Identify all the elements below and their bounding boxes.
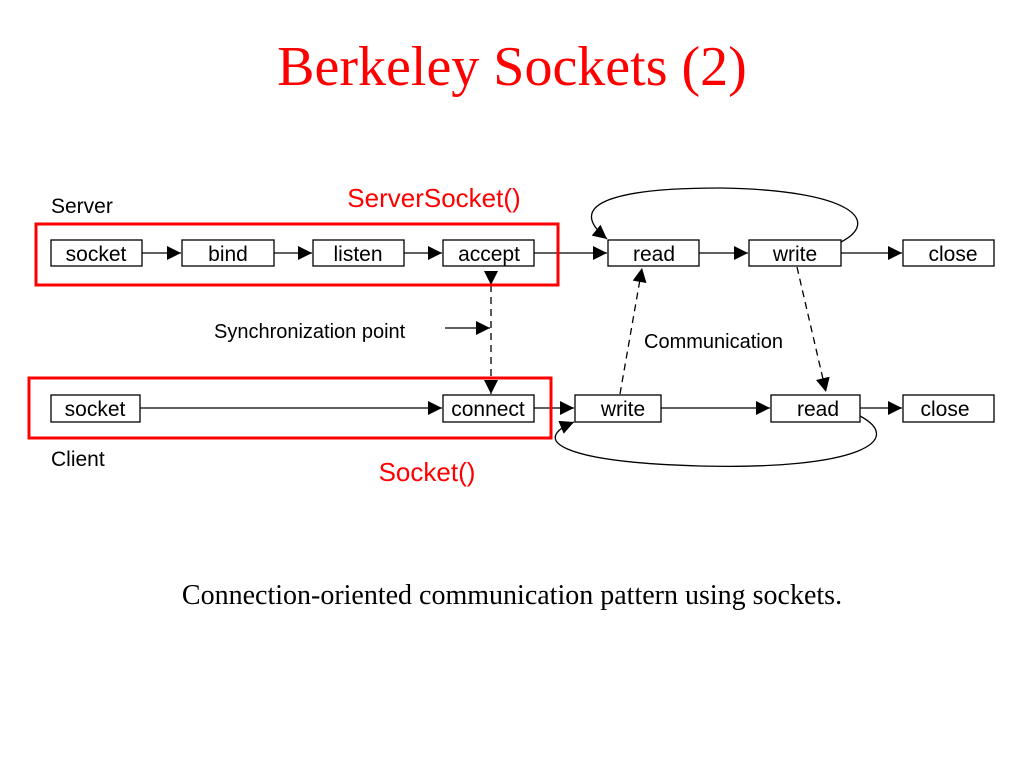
server-listen-box-label: listen bbox=[333, 243, 382, 266]
server-bind-box: bind bbox=[181, 239, 275, 267]
server-socket-box-label: socket bbox=[66, 243, 127, 266]
client-loop-arrow bbox=[554, 415, 878, 468]
server-loop-arrow bbox=[590, 187, 859, 243]
server-socket-class-label: ServerSocket() bbox=[347, 183, 520, 213]
server-write-box: write bbox=[748, 239, 842, 267]
comm-client-write-to-server-read bbox=[619, 267, 647, 395]
client-close-box: close bbox=[902, 394, 995, 423]
client-write-box-label: write bbox=[600, 398, 645, 421]
client-read-box-label: read bbox=[797, 398, 839, 421]
client-read-box: read bbox=[770, 394, 861, 423]
client-highlight-frame bbox=[27, 376, 553, 440]
server-close-box-label: close bbox=[928, 243, 977, 266]
client-socket-box: socket bbox=[50, 394, 141, 423]
client-connect-box: connect bbox=[442, 394, 535, 423]
client-close-box-label: close bbox=[920, 398, 969, 421]
server-accept-box-label: accept bbox=[458, 243, 520, 266]
server-write-box-label: write bbox=[772, 243, 817, 266]
server-bind-box-label: bind bbox=[208, 243, 248, 266]
server-label: Server bbox=[51, 195, 113, 218]
client-socket-box-label: socket bbox=[65, 398, 126, 421]
client-socket-class-label: Socket() bbox=[379, 457, 476, 487]
server-close-box: close bbox=[902, 239, 995, 267]
server-highlight-frame bbox=[34, 222, 560, 287]
server-accept-box: accept bbox=[442, 239, 535, 267]
server-socket-box: socket bbox=[50, 239, 143, 267]
slide-title: Berkeley Sockets (2) bbox=[277, 36, 747, 98]
server-listen-box: listen bbox=[312, 239, 405, 267]
comm-server-write-to-client-read bbox=[796, 266, 830, 393]
client-write-box: write bbox=[574, 394, 662, 423]
communication-label: Communication bbox=[644, 331, 783, 353]
socket-flow-diagram: Server Client socket bind listen accept … bbox=[27, 183, 995, 487]
sync-label: Synchronization point bbox=[214, 321, 406, 343]
slide-caption: Connection-oriented communication patter… bbox=[181, 580, 843, 611]
server-read-box-label: read bbox=[633, 243, 675, 266]
client-connect-box-label: connect bbox=[451, 398, 525, 421]
server-read-box: read bbox=[607, 239, 700, 267]
client-label: Client bbox=[51, 448, 105, 471]
